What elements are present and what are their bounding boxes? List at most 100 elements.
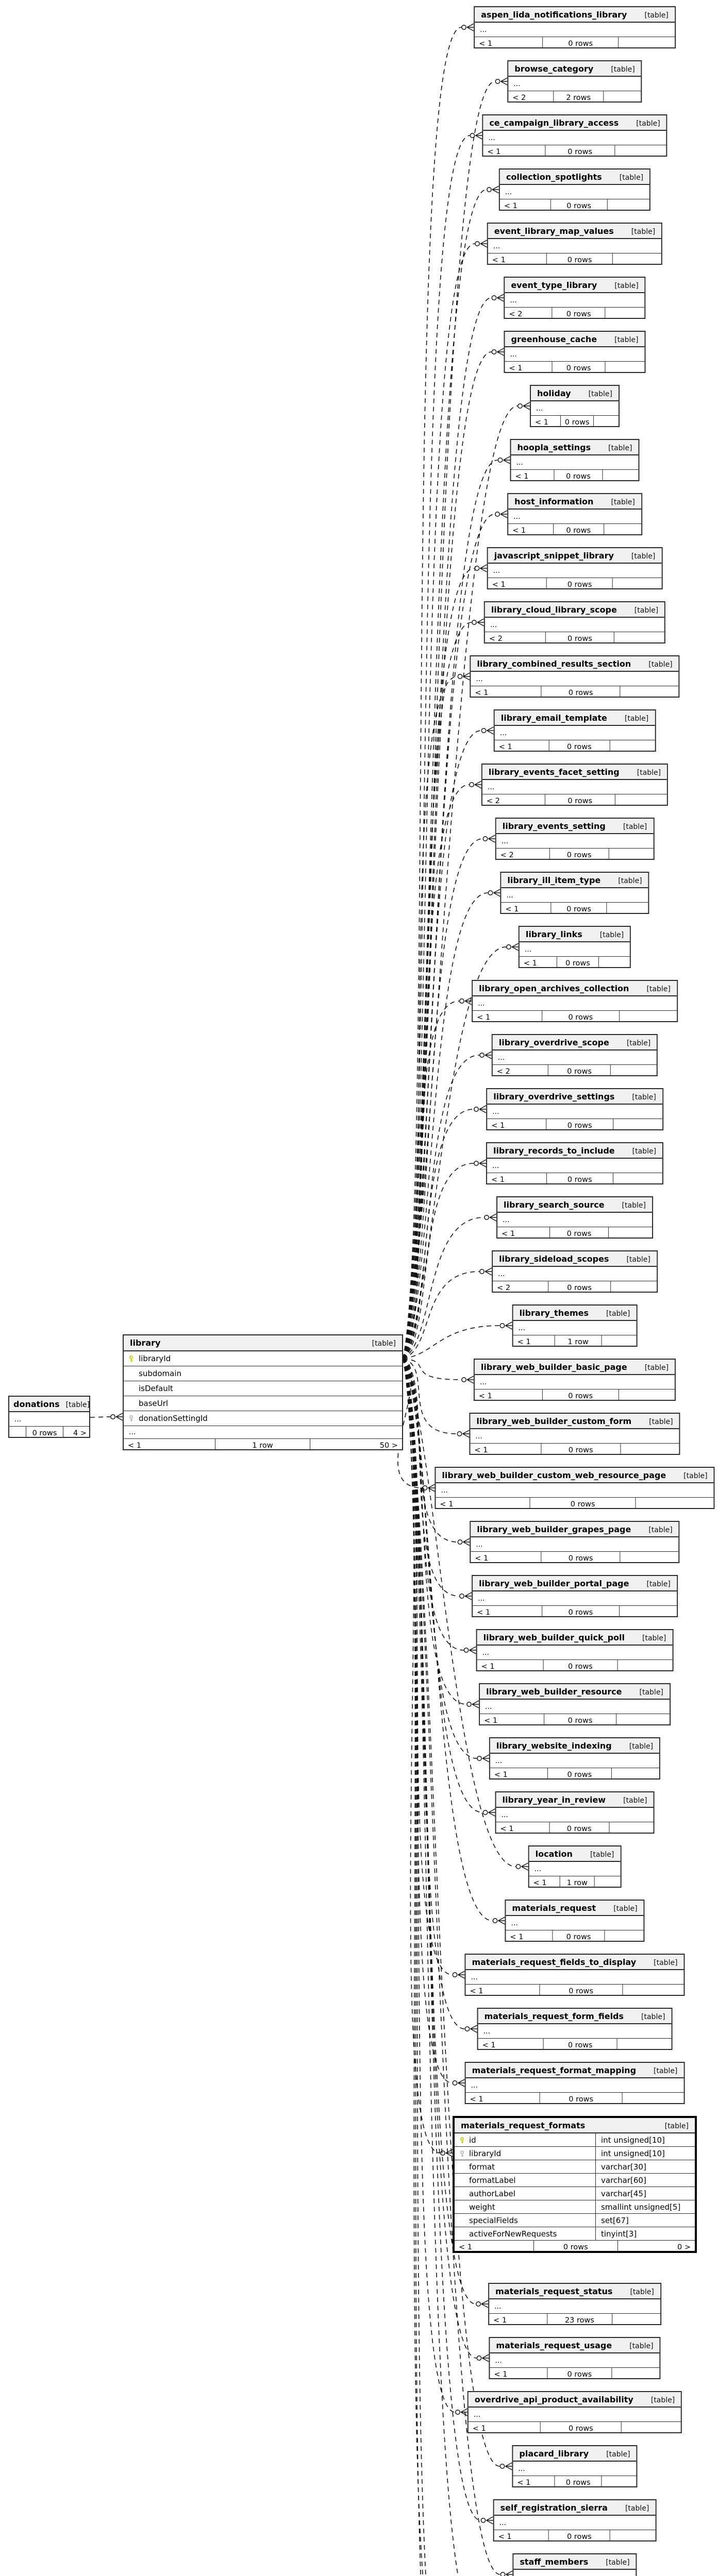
table-title[interactable]: library_web_builder_custom_web_resource_… — [442, 1470, 666, 1481]
table-box-library_records_to_include[interactable]: library_records_to_include [table] ... <… — [486, 1142, 663, 1184]
table-box-library_open_archives_collection[interactable]: library_open_archives_collection [table]… — [472, 980, 678, 1022]
table-title[interactable]: materials_request — [512, 1903, 596, 1913]
table-box-collection_spotlights[interactable]: collection_spotlights [table] ... < 1 0 … — [499, 168, 650, 211]
table-box-aspen_lida_notifications_library[interactable]: aspen_lida_notifications_library [table]… — [474, 6, 676, 48]
table-box-holiday[interactable]: holiday [table] ... < 1 0 rows — [530, 385, 620, 427]
table-title[interactable]: host_information — [514, 496, 593, 507]
table-box-library_year_in_review[interactable]: library_year_in_review [table] ... < 1 0… — [495, 1791, 655, 1834]
table-title[interactable]: library_web_builder_custom_form — [476, 1416, 631, 1427]
table-title[interactable]: library_cloud_library_scope — [491, 604, 617, 615]
table-title[interactable]: staff_members — [520, 2556, 588, 2567]
table-title[interactable]: library_themes — [520, 1308, 589, 1318]
table-title[interactable]: event_library_map_values — [494, 226, 614, 236]
table-box-library_web_builder_quick_poll[interactable]: library_web_builder_quick_poll [table] .… — [476, 1629, 674, 1671]
table-box-placard_library[interactable]: placard_library [table] ... < 1 0 rows — [512, 2445, 637, 2487]
table-title[interactable]: collection_spotlights — [506, 172, 602, 182]
table-title[interactable]: materials_request_formats — [461, 2120, 585, 2131]
table-box-hoopla_settings[interactable]: hoopla_settings [table] ... < 1 0 rows — [510, 439, 639, 481]
table-title[interactable]: library_combined_results_section — [477, 658, 631, 669]
table-box-event_library_map_values[interactable]: event_library_map_values [table] ... < 1… — [487, 223, 662, 265]
table-box-materials_request_status[interactable]: materials_request_status [table] ... < 1… — [488, 2283, 661, 2325]
table-box-library_combined_results_section[interactable]: library_combined_results_section [table]… — [470, 655, 679, 698]
table-box-library_cloud_library_scope[interactable]: library_cloud_library_scope [table] ... … — [484, 601, 665, 643]
table-title[interactable]: library — [130, 1337, 160, 1349]
footer-related-right — [594, 416, 619, 426]
table-title[interactable]: library_open_archives_collection — [479, 983, 629, 994]
table-box-library_events_setting[interactable]: library_events_setting [table] ... < 2 0… — [495, 818, 655, 860]
table-title[interactable]: greenhouse_cache — [511, 334, 597, 345]
table-box-library_website_indexing[interactable]: library_website_indexing [table] ... < 1… — [489, 1737, 660, 1780]
table-title[interactable]: library_overdrive_settings — [493, 1091, 614, 1102]
table-title[interactable]: library_web_builder_portal_page — [479, 1578, 629, 1589]
table-box-staff_members[interactable]: staff_members [table] ... < 1 0 rows — [512, 2553, 637, 2576]
table-title[interactable]: holiday — [537, 388, 571, 399]
table-title[interactable]: library_events_setting — [503, 821, 606, 832]
table-box-materials_request_form_fields[interactable]: materials_request_form_fields [table] ..… — [477, 2008, 673, 2050]
table-title[interactable]: donations — [13, 1399, 60, 1410]
table-title[interactable]: hoopla_settings — [517, 442, 591, 453]
table-box-library_web_builder_portal_page[interactable]: library_web_builder_portal_page [table] … — [472, 1575, 678, 1617]
table-box-overdrive_api_product_availability[interactable]: overdrive_api_product_availability [tabl… — [467, 2391, 682, 2433]
table-title[interactable]: materials_request_form_fields — [485, 2011, 624, 2022]
table-title[interactable]: library_records_to_include — [493, 1145, 615, 1156]
table-box-materials_request_formats[interactable]: materials_request_formats [table] idint … — [453, 2116, 697, 2253]
table-box-materials_request_format_mapping[interactable]: materials_request_format_mapping [table]… — [465, 2062, 685, 2104]
table-box-location[interactable]: location [table] ... < 1 1 row — [528, 1845, 622, 1888]
table-box-library_web_builder_custom_form[interactable]: library_web_builder_custom_form [table] … — [469, 1413, 680, 1455]
table-box-library_ill_item_type[interactable]: library_ill_item_type [table] ... < 1 0 … — [500, 872, 649, 914]
table-title[interactable]: self_registration_sierra — [500, 2502, 608, 2513]
table-title[interactable]: library_search_source — [504, 1199, 605, 1210]
table-box-materials_request_usage[interactable]: materials_request_usage [table] ... < 1 … — [489, 2337, 660, 2379]
table-title[interactable]: materials_request_usage — [496, 2340, 612, 2351]
table-title[interactable]: library_links — [526, 929, 582, 940]
table-box-browse_category[interactable]: browse_category [table] ... < 2 2 rows — [507, 60, 642, 103]
table-box-materials_request_fields_to_display[interactable]: materials_request_fields_to_display [tab… — [464, 1954, 684, 1996]
table-box-library_search_source[interactable]: library_search_source [table] ... < 1 0 … — [496, 1196, 653, 1239]
table-tag: [table] — [632, 1146, 656, 1157]
table-title[interactable]: javascript_snippet_library — [494, 550, 614, 561]
table-box-library_sideload_scopes[interactable]: library_sideload_scopes [table] ... < 2 … — [492, 1250, 658, 1293]
table-box-library_web_builder_custom_web_resource_page[interactable]: library_web_builder_custom_web_resource_… — [435, 1467, 714, 1509]
table-box-javascript_snippet_library[interactable]: javascript_snippet_library [table] ... <… — [487, 547, 663, 589]
table-box-library_themes[interactable]: library_themes [table] ... < 1 1 row — [512, 1304, 638, 1347]
table-title[interactable]: browse_category — [514, 63, 593, 74]
table-title[interactable]: library_website_indexing — [496, 1740, 612, 1751]
table-box-library_email_template[interactable]: library_email_template [table] ... < 1 0… — [494, 709, 656, 752]
table-title[interactable]: library_web_builder_grapes_page — [477, 1524, 631, 1535]
table-title[interactable]: library_web_builder_resource — [486, 1686, 622, 1697]
table-box-event_type_library[interactable]: event_type_library [table] ... < 2 0 row… — [504, 277, 645, 319]
table-box-library_web_builder_resource[interactable]: library_web_builder_resource [table] ...… — [479, 1683, 671, 1725]
table-title[interactable]: placard_library — [519, 2448, 589, 2459]
table-title[interactable]: overdrive_api_product_availability — [475, 2394, 633, 2405]
table-header: library_events_setting [table] — [496, 819, 654, 834]
table-box-ce_campaign_library_access[interactable]: ce_campaign_library_access [table] ... <… — [482, 114, 667, 157]
table-title[interactable]: library_ill_item_type — [507, 875, 600, 886]
table-box-host_information[interactable]: host_information [table] ... < 1 0 rows — [507, 493, 642, 535]
table-title[interactable]: library_web_builder_basic_page — [481, 1362, 627, 1372]
table-title[interactable]: library_events_facet_setting — [489, 767, 620, 777]
table-title[interactable]: library_email_template — [501, 713, 607, 723]
table-title[interactable]: library_sideload_scopes — [499, 1253, 609, 1264]
table-box-greenhouse_cache[interactable]: greenhouse_cache [table] ... < 1 0 rows — [504, 331, 646, 373]
table-title[interactable]: location — [536, 1849, 573, 1859]
table-title[interactable]: materials_request_format_mapping — [472, 2065, 636, 2076]
table-box-materials_request[interactable]: materials_request [table] ... < 1 0 rows — [505, 1900, 644, 1942]
table-box-library_overdrive_settings[interactable]: library_overdrive_settings [table] ... <… — [486, 1088, 663, 1130]
table-box-library_web_builder_basic_page[interactable]: library_web_builder_basic_page [table] .… — [474, 1359, 676, 1401]
table-title[interactable]: materials_request_status — [495, 2286, 612, 2297]
table-footer: < 1 0 rows — [483, 145, 666, 156]
table-title[interactable]: library_overdrive_scope — [499, 1037, 609, 1048]
table-box-self_registration_sierra[interactable]: self_registration_sierra [table] ... < 1… — [493, 2499, 657, 2541]
table-box-library[interactable]: library [table] libraryId subdomain isDe… — [123, 1334, 403, 1450]
table-box-library_links[interactable]: library_links [table] ... < 1 0 rows — [519, 926, 631, 968]
table-box-library_web_builder_grapes_page[interactable]: library_web_builder_grapes_page [table] … — [470, 1521, 679, 1563]
table-title[interactable]: library_web_builder_quick_poll — [483, 1632, 625, 1643]
table-box-donations[interactable]: donations [table] ... 0 rows 4 > — [8, 1396, 90, 1438]
table-title[interactable]: event_type_library — [511, 280, 597, 291]
table-title[interactable]: materials_request_fields_to_display — [472, 1957, 636, 1968]
table-box-library_events_facet_setting[interactable]: library_events_facet_setting [table] ...… — [481, 764, 668, 806]
table-title[interactable]: aspen_lida_notifications_library — [481, 9, 627, 20]
table-box-library_overdrive_scope[interactable]: library_overdrive_scope [table] ... < 2 … — [492, 1034, 658, 1076]
table-title[interactable]: library_year_in_review — [503, 1794, 606, 1805]
table-title[interactable]: ce_campaign_library_access — [489, 117, 619, 128]
